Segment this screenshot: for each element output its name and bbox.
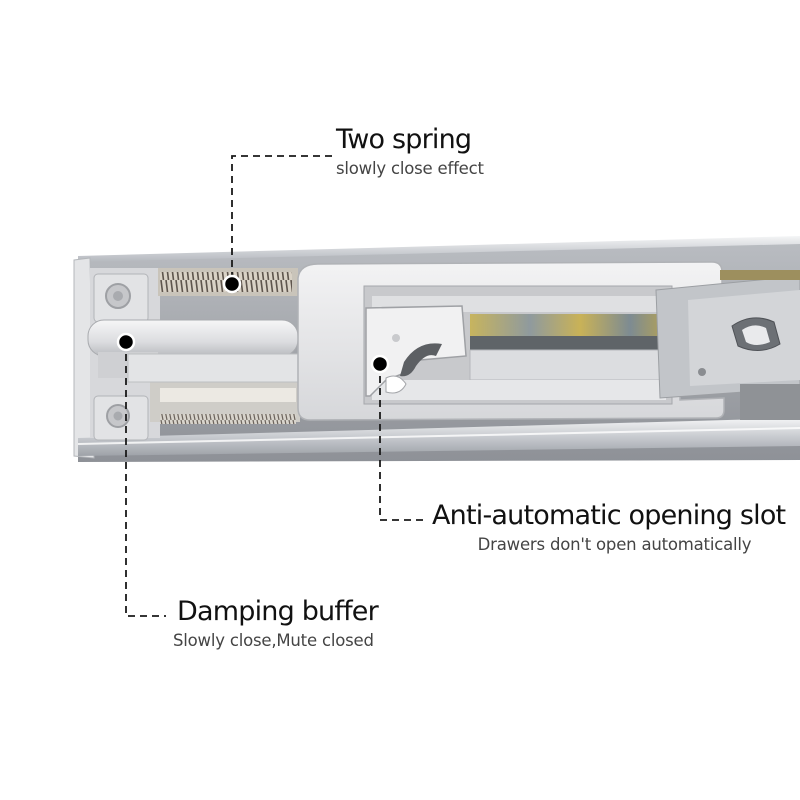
callout-title: Anti-automatic opening slot	[432, 500, 786, 531]
metal-bracket	[655, 270, 800, 420]
callout-title: Damping buffer	[177, 596, 379, 627]
callout-damping-buffer: Damping buffer Slowly close,Mute closed	[173, 596, 379, 650]
marker-dot-spring	[222, 274, 242, 294]
callout-subtitle: Drawers don't open automatically	[477, 535, 752, 554]
sliding-carriage	[297, 261, 725, 421]
damper-rod	[87, 319, 299, 383]
callout-title: Two spring	[336, 124, 472, 155]
leader-line-damping	[125, 342, 166, 617]
leader-line-slot	[379, 364, 424, 521]
marker-dot-slot	[370, 354, 390, 374]
latch-hook	[365, 305, 467, 397]
leader-line-spring	[231, 155, 332, 284]
bottom-spring	[150, 382, 300, 424]
callout-subtitle: slowly close effect	[336, 159, 484, 178]
callout-subtitle: Slowly close,Mute closed	[173, 631, 374, 650]
top-spring	[158, 268, 298, 296]
marker-dot-damping	[116, 332, 136, 352]
callout-two-spring: Two spring slowly close effect	[336, 124, 484, 178]
callout-anti-automatic-slot: Anti-automatic opening slot Drawers don'…	[432, 500, 786, 554]
